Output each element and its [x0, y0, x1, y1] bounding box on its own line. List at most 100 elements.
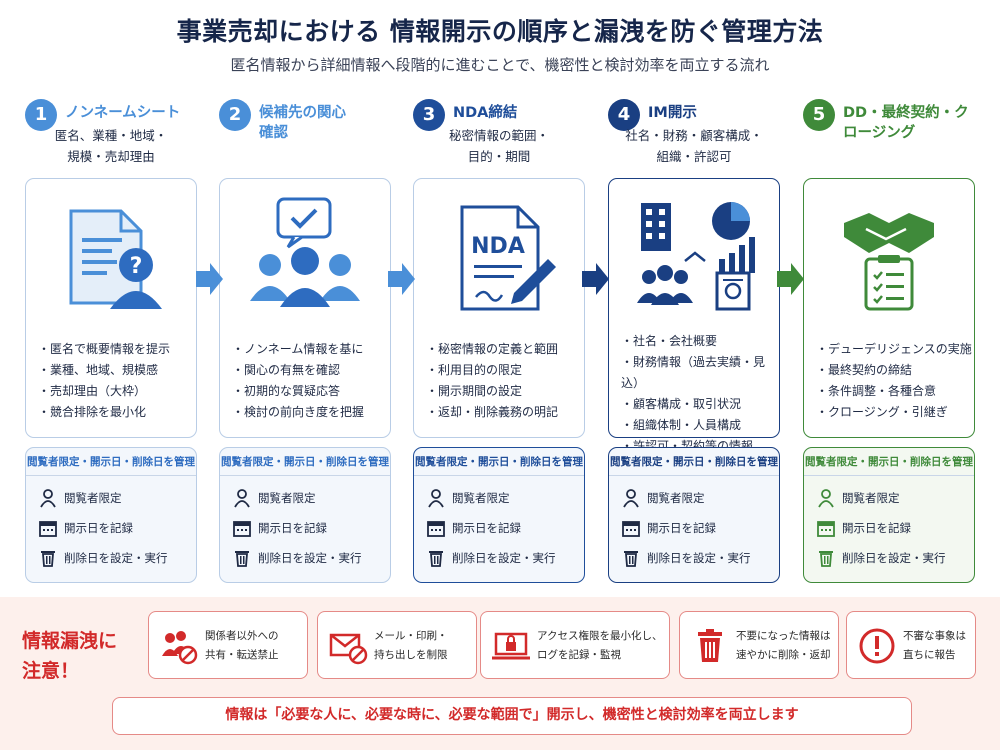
management-label: 開示日を記録: [647, 521, 716, 535]
management-label: 開示日を記録: [64, 521, 133, 535]
warning-text: 不要になった情報は 速やかに削除・返却: [736, 627, 836, 665]
management-row: 削除日を設定・実行: [816, 548, 966, 568]
list-item: 秘密情報の定義と範囲: [426, 339, 558, 360]
stage-subtitle: 匿名、業種・地域・ 規模・売却理由: [25, 125, 197, 167]
management-header: 閲覧者限定・開示日・削除日を管理: [26, 448, 196, 476]
management-label: 閲覧者限定: [842, 491, 900, 505]
stage-title: IM開示: [648, 105, 697, 121]
page-subtitle: 匿名情報から詳細情報へ段階的に進むことで、機密性と検討効率を両立する流れ: [230, 56, 770, 74]
management-row: 閲覧者限定: [816, 488, 966, 508]
stage-2-card: ノンネーム情報を基に 関心の有無を確認 初期的な質疑応答 検討の前向き度を把握: [219, 178, 391, 438]
list-item: 売却理由（大枠）: [38, 381, 170, 402]
list-item: 匿名で概要情報を提示: [38, 339, 170, 360]
stage-1: 1 ノンネームシート 匿名、業種・地域・ 規模・売却理由: [25, 95, 197, 177]
warning-text-line: 不審な事象は: [903, 630, 966, 642]
list-item: 競合排除を最小化: [38, 402, 170, 423]
warning-card: 不審な事象は 直ちに報告: [846, 611, 976, 679]
stage-title: ノンネームシート: [65, 105, 181, 121]
stage-subtitle-line: 規模・売却理由: [67, 149, 155, 164]
management-row: 削除日を設定・実行: [621, 548, 771, 568]
management-box: 閲覧者限定・開示日・削除日を管理 閲覧者限定 開示日を記録 削除日を設定・実行: [803, 447, 975, 583]
stage-subtitle-line: 社名・財務・顧客構成・: [625, 128, 763, 143]
user-icon: [818, 489, 834, 508]
management-header: 閲覧者限定・開示日・削除日を管理: [609, 448, 779, 476]
stage-title: DD・最終契約・クロージング: [843, 105, 969, 141]
management-label: 閲覧者限定: [452, 491, 510, 505]
list-item: 条件調整・各種合意: [816, 381, 972, 402]
warning-text-line: アクセス権限を最小化し、: [537, 630, 663, 642]
bar-chart-icon: [719, 237, 755, 273]
warning-text-line: 直ちに報告: [903, 649, 956, 661]
warning-title-line: 情報漏洩に: [22, 630, 118, 652]
management-row: 閲覧者限定: [232, 488, 382, 508]
warning-card: 関係者以外への 共有・転送禁止: [148, 611, 308, 679]
trash-icon: [698, 629, 722, 662]
stage-number: 2: [219, 99, 251, 131]
list-item: 組織体制・人員構成: [621, 415, 779, 436]
stage-subtitle-line: 匿名、業種・地域・: [54, 128, 168, 143]
warning-text-line: 不要になった情報は: [736, 630, 831, 642]
stage-items: 秘密情報の定義と範囲 利用目的の限定 開示期間の設定 返却・削除義務の明記: [426, 339, 558, 423]
management-label: 閲覧者限定: [647, 491, 705, 505]
list-item: 検討の前向き度を把握: [232, 402, 364, 423]
list-item: 財務情報（過去実績・見込）: [621, 352, 779, 394]
list-item: デューデリジェンスの実施: [816, 339, 972, 360]
stage-number: 4: [608, 99, 640, 131]
stage-subtitle: 秘密情報の範囲・ 目的・期間: [413, 125, 585, 167]
building-icon: [641, 203, 671, 251]
management-header: 閲覧者限定・開示日・削除日を管理: [804, 448, 974, 476]
nda-label: NDA: [471, 234, 525, 259]
no-sharing-icon: [162, 631, 198, 665]
transfer-icon: [684, 251, 706, 262]
warning-text-line: 共有・転送禁止: [205, 649, 279, 661]
stage-4: 4 IM開示 社名・財務・顧客構成・ 組織・許認可: [608, 95, 780, 177]
user-icon: [623, 489, 639, 508]
management-row: 削除日を設定・実行: [426, 548, 576, 568]
management-row: 閲覧者限定: [38, 488, 188, 508]
stage-5-card: デューデリジェンスの実施 最終契約の締結 条件調整・各種合意 クロージング・引継…: [803, 178, 975, 438]
stage-items: ノンネーム情報を基に 関心の有無を確認 初期的な質疑応答 検討の前向き度を把握: [232, 339, 364, 423]
management-label: 開示日を記録: [842, 521, 911, 535]
management-row: 開示日を記録: [426, 518, 576, 538]
management-label: 開示日を記録: [258, 521, 327, 535]
management-label: 削除日を設定・実行: [452, 551, 556, 565]
calendar-icon: [427, 521, 445, 537]
management-box: 閲覧者限定・開示日・削除日を管理 閲覧者限定 開示日を記録 削除日を設定・実行: [413, 447, 585, 583]
nda-document-icon: NDA: [460, 205, 556, 311]
list-item: 利用目的の限定: [426, 360, 558, 381]
trash-icon: [235, 551, 249, 567]
calendar-icon: [233, 521, 251, 537]
stage-number: 1: [25, 99, 57, 131]
warning-card: アクセス権限を最小化し、 ログを記録・監視: [480, 611, 670, 679]
arrow-right-icon: [196, 263, 223, 295]
group-check-icon: [250, 197, 360, 307]
stage-3: 3 NDA締結 秘密情報の範囲・ 目的・期間: [413, 95, 585, 177]
management-header: 閲覧者限定・開示日・削除日を管理: [220, 448, 390, 476]
management-label: 閲覧者限定: [258, 491, 316, 505]
trash-icon: [429, 551, 443, 567]
warning-title-line: 注意！: [22, 660, 80, 682]
footer-message: 情報は「必要な人に、必要な時に、必要な範囲で」開示し、機密性と検討効率を両立しま…: [112, 697, 912, 735]
stage-4-card: 社名・会社概要 財務情報（過去実績・見込） 顧客構成・取引状況 組織体制・人員構…: [608, 178, 780, 453]
warning-card: 不要になった情報は 速やかに削除・返却: [679, 611, 839, 679]
list-item: 関心の有無を確認: [232, 360, 364, 381]
warning-text: アクセス権限を最小化し、 ログを記録・監視: [537, 627, 667, 665]
list-item: 業種、地域、規模感: [38, 360, 170, 381]
stage-title: 候補先の関心確認: [259, 105, 346, 141]
stage-title: NDA締結: [453, 105, 518, 121]
user-icon: [40, 489, 56, 508]
list-item: ノンネーム情報を基に: [232, 339, 364, 360]
certificate-icon: [715, 271, 751, 311]
stage-number: 3: [413, 99, 445, 131]
management-row: 開示日を記録: [621, 518, 771, 538]
trash-icon: [624, 551, 638, 567]
management-header: 閲覧者限定・開示日・削除日を管理: [414, 448, 584, 476]
stage-number: 5: [803, 99, 835, 131]
calendar-icon: [622, 521, 640, 537]
management-row: 開示日を記録: [38, 518, 188, 538]
no-mail-icon: [329, 633, 368, 665]
trash-icon: [819, 551, 833, 567]
stage-subtitle-line: 目的・期間: [467, 149, 531, 164]
warning-text-line: 持ち出しを制限: [374, 649, 448, 661]
stage-subtitle: 社名・財務・顧客構成・ 組織・許認可: [608, 125, 780, 167]
